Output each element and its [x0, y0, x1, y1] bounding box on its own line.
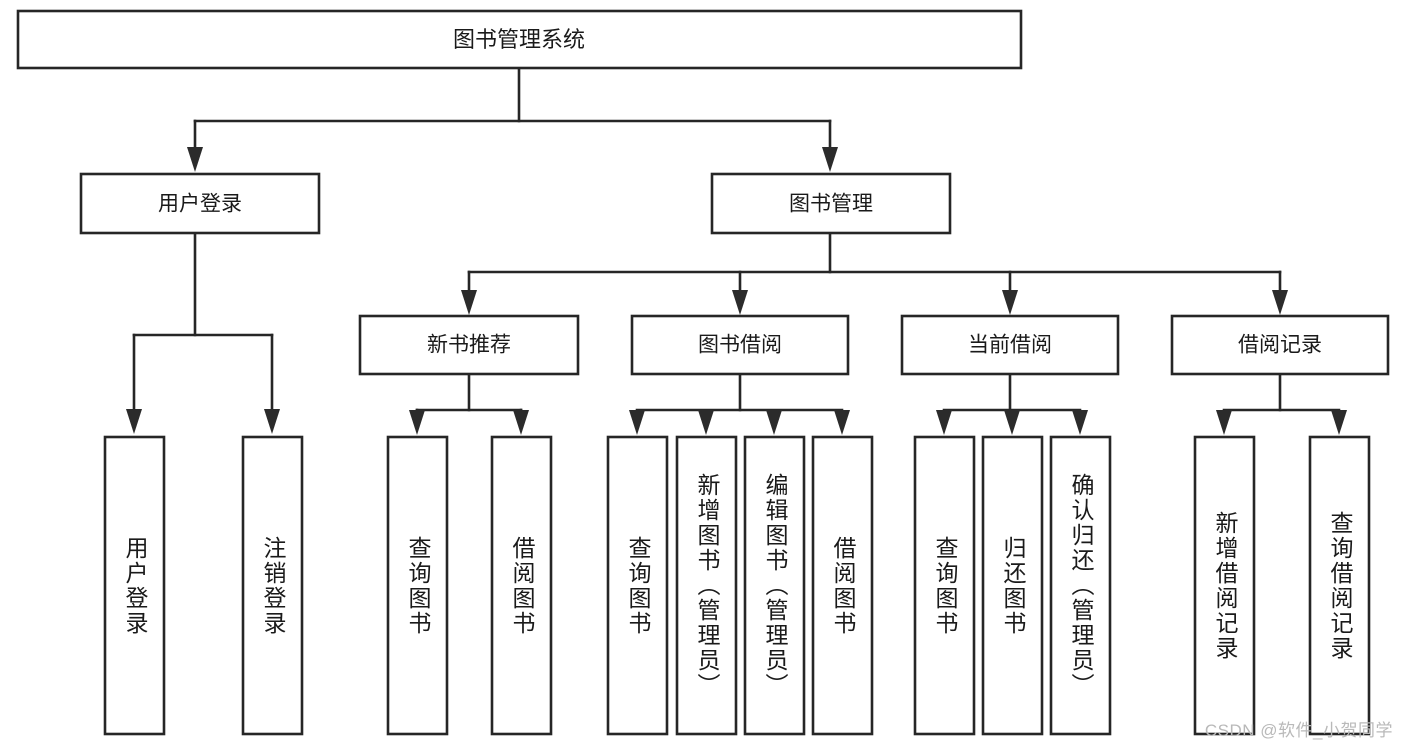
- node-borrow-record[interactable]: 借阅记录: [1170, 314, 1390, 376]
- arrow-newbook-l1: [409, 410, 425, 435]
- node-user-login[interactable]: 用户登录: [79, 172, 321, 235]
- node-new-book-rec-box[interactable]: [358, 314, 580, 376]
- node-leaf-add-book-box[interactable]: [675, 435, 738, 736]
- arrow-currentborrow-l1: [936, 410, 952, 435]
- node-current-borrow-box[interactable]: [900, 314, 1120, 376]
- node-leaf-borrow-book-1-box[interactable]: [490, 435, 553, 736]
- node-root[interactable]: 图书管理系统: [16, 9, 1023, 70]
- node-user-login-box[interactable]: [79, 172, 321, 235]
- node-leaf-query-record-box[interactable]: [1308, 435, 1371, 736]
- node-leaf-query-record-label: 查询借阅记录: [1327, 510, 1353, 661]
- node-leaf-query-book-1-box[interactable]: [386, 435, 449, 736]
- node-leaf-borrow-book-1-label: 借阅图书: [509, 535, 535, 636]
- node-leaf-logout-box[interactable]: [241, 435, 304, 736]
- watermark-label: CSDN @软件_小贺同学: [1204, 721, 1393, 740]
- arrow-borrowrecord-l2: [1331, 410, 1347, 435]
- connector-group-bookborrow: [629, 372, 850, 435]
- node-leaf-user-login-box[interactable]: [103, 435, 166, 736]
- node-leaf-edit-book-label: 编辑图书（管理员）: [762, 473, 788, 698]
- arrow-to-bookmanage: [822, 147, 838, 172]
- node-book-borrow-label: 图书借阅: [698, 334, 782, 357]
- arrow-currentborrow-l2: [1004, 410, 1020, 435]
- node-leaf-query-book-2-label: 查询图书: [625, 535, 651, 636]
- node-leaf-logout-label: 注销登录: [260, 535, 286, 636]
- node-leaf-confirm-return-box[interactable]: [1049, 435, 1112, 736]
- node-leaf-query-book-1-label: 查询图书: [405, 535, 431, 636]
- leaf-box-group: [103, 435, 1371, 736]
- node-book-manage-label: 图书管理: [789, 193, 873, 216]
- connector-group-newbook: [409, 372, 529, 435]
- node-leaf-return-book-box[interactable]: [981, 435, 1044, 736]
- node-leaf-borrow-book-2-label: 借阅图书: [830, 535, 856, 636]
- arrow-bookborrow-l1: [629, 410, 645, 435]
- arrow-bm-c3: [1002, 290, 1018, 315]
- node-book-borrow[interactable]: 图书借阅: [630, 314, 850, 376]
- arrow-bookborrow-l4: [834, 410, 850, 435]
- node-leaf-query-book-3-box[interactable]: [913, 435, 976, 736]
- arrow-borrowrecord-l1: [1216, 410, 1232, 435]
- node-new-book-rec-label: 新书推荐: [427, 334, 511, 357]
- connector-group-borrowrecord: [1216, 372, 1347, 435]
- arrow-bookborrow-l2: [698, 410, 714, 435]
- node-leaf-user-login-label: 用户登录: [122, 535, 148, 636]
- arrow-bm-c2: [732, 290, 748, 315]
- node-user-login-label: 用户登录: [158, 193, 242, 216]
- node-leaf-confirm-return-label: 确认归还（管理员）: [1068, 473, 1094, 698]
- node-root-label: 图书管理系统: [453, 27, 585, 52]
- node-leaf-return-book-label: 归还图书: [1000, 535, 1026, 636]
- node-current-borrow-label: 当前借阅: [968, 334, 1052, 357]
- arrow-bm-c1: [461, 290, 477, 315]
- arrow-userlogin-l1: [126, 409, 142, 434]
- node-leaf-add-record-box[interactable]: [1193, 435, 1256, 736]
- arrow-bookborrow-l3: [766, 410, 782, 435]
- node-borrow-record-label: 借阅记录: [1238, 334, 1322, 357]
- connector-group-userlogin: [126, 231, 280, 434]
- node-leaf-edit-book-box[interactable]: [743, 435, 806, 736]
- connector-group-currentborrow: [936, 372, 1088, 435]
- connector-group-bookmanage: [461, 231, 1288, 315]
- node-new-book-rec[interactable]: 新书推荐: [358, 314, 580, 376]
- arrow-newbook-l2: [513, 410, 529, 435]
- node-leaf-add-record-label: 新增借阅记录: [1212, 510, 1238, 661]
- node-borrow-record-box[interactable]: [1170, 314, 1390, 376]
- node-leaf-query-book-2-box[interactable]: [606, 435, 669, 736]
- node-book-manage-box[interactable]: [710, 172, 952, 235]
- node-book-manage[interactable]: 图书管理: [710, 172, 952, 235]
- node-root-box[interactable]: [16, 9, 1023, 70]
- arrow-userlogin-l2: [264, 409, 280, 434]
- node-book-borrow-box[interactable]: [630, 314, 850, 376]
- arrow-currentborrow-l3: [1072, 410, 1088, 435]
- arrow-to-userlogin: [187, 147, 203, 172]
- node-leaf-borrow-book-2-box[interactable]: [811, 435, 874, 736]
- connector-group-root: [187, 66, 838, 172]
- node-current-borrow[interactable]: 当前借阅: [900, 314, 1120, 376]
- node-leaf-query-book-3-label: 查询图书: [932, 535, 958, 636]
- node-leaf-add-book-label: 新增图书（管理员）: [694, 473, 720, 698]
- arrow-bm-c4: [1272, 290, 1288, 315]
